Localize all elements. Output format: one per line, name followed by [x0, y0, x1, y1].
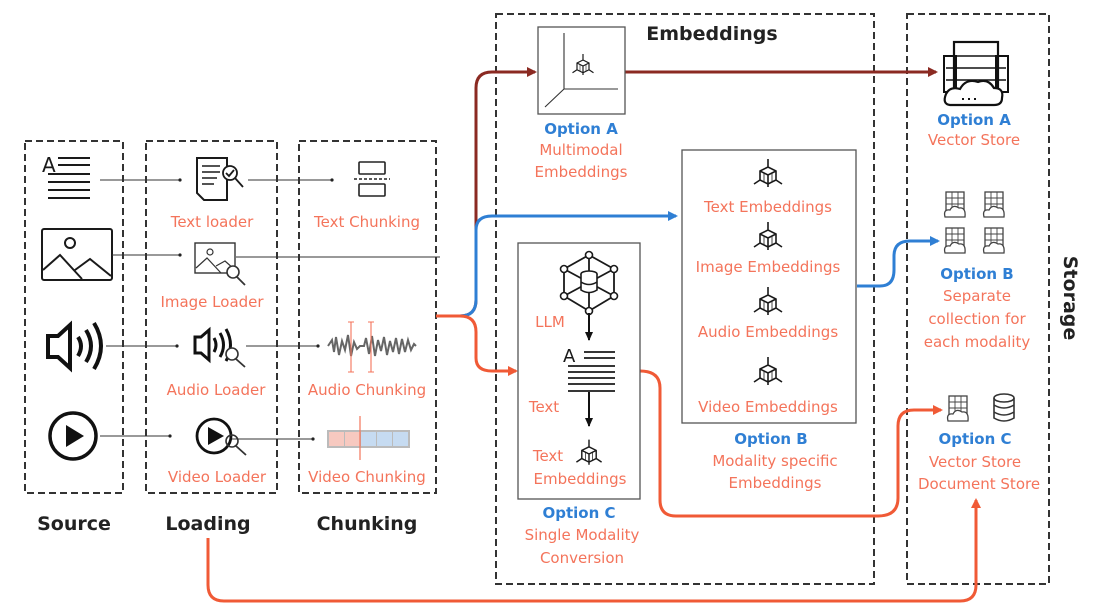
audio-waveform-icon: [327, 321, 417, 373]
speaker-icon: [46, 320, 103, 373]
collection-server-icon: [982, 191, 1005, 218]
embeddings-option-c-desc-2: Conversion: [540, 549, 624, 567]
flow-path-option-c-storage: [639, 369, 943, 518]
collection-server-icon: [982, 227, 1005, 254]
embeddings-option-b-label: Option B: [734, 430, 807, 448]
vector-store-server-cloud-icon: [943, 40, 1009, 107]
embedding-label-audio: Audio Embeddings: [698, 323, 838, 341]
image-icon: [41, 228, 113, 281]
loader-label-audio: Audio Loader: [167, 381, 267, 399]
storage-option-b-label: Option B: [940, 265, 1013, 283]
embeddings-option-c-label: Option C: [542, 504, 615, 522]
video-embedding-cube-icon: [753, 356, 783, 386]
text-embeddings-label-1: Text: [532, 447, 563, 465]
embedding-label-text: Text Embeddings: [703, 198, 832, 216]
storage-option-a-label: Option A: [937, 111, 1011, 129]
flow-path-option-b: [459, 211, 678, 318]
embeddings-option-b-desc-1: Modality specific: [712, 452, 837, 470]
video-loader-icon: [195, 417, 247, 456]
loader-label-video: Video Loader: [168, 468, 267, 486]
flow-path-option-c: [436, 314, 518, 376]
audio-loader-icon: [193, 326, 246, 368]
storage-option-b-desc-1: Separate: [943, 287, 1011, 305]
llm-label: LLM: [535, 313, 565, 331]
storage-option-c-desc-2: Document Store: [918, 475, 1040, 493]
stage-title-embeddings: Embeddings: [646, 23, 777, 45]
image-embedding-cube-icon: [753, 221, 783, 251]
option-b-embeddings-box: [681, 149, 857, 424]
text-embedding-cube-icon: [575, 438, 603, 466]
storage-stage-box: [906, 13, 1050, 585]
text-document-icon: A: [42, 153, 90, 199]
storage-option-c-label: Option C: [938, 430, 1011, 448]
embeddings-option-b-desc-2: Embeddings: [729, 474, 822, 492]
loader-label-text: Text loader: [170, 213, 254, 231]
video-filmstrip-icon: [327, 416, 410, 460]
audio-embedding-cube-icon: [753, 286, 783, 316]
svg-text:A: A: [42, 153, 56, 177]
embeddings-option-a-label: Option A: [544, 120, 618, 138]
storage-option-b-desc-3: each modality: [924, 333, 1031, 351]
chunker-label-video: Video Chunking: [308, 468, 426, 486]
collection-server-icon: [943, 227, 966, 254]
stage-title-chunking: Chunking: [317, 513, 418, 535]
stage-title-storage: Storage: [1059, 256, 1081, 341]
embeddings-stage-box: [495, 13, 875, 585]
flow-path-document-store: [206, 498, 981, 603]
image-loader-icon: [194, 242, 246, 286]
embedding-label-video: Video Embeddings: [698, 398, 838, 416]
flow-path-option-b-storage: [857, 236, 940, 288]
embeddings-option-c-desc-1: Single Modality: [525, 526, 640, 544]
embeddings-option-a-desc-1: Multimodal: [539, 141, 622, 159]
chunker-label-text: Text Chunking: [313, 213, 420, 231]
llm-network-icon: [559, 250, 619, 316]
flow-path-option-a: [436, 67, 537, 318]
text-embeddings-label-2: Embeddings: [534, 470, 627, 488]
svg-text:A: A: [563, 346, 576, 367]
embedding-label-image: Image Embeddings: [696, 258, 841, 276]
stage-title-source: Source: [37, 513, 111, 535]
converted-text-icon: A: [563, 346, 615, 392]
loader-label-image: Image Loader: [160, 293, 264, 311]
document-store-database-icon: [993, 393, 1015, 422]
chunker-label-audio: Audio Chunking: [308, 381, 426, 399]
text-chunking-icon: [354, 161, 390, 197]
vector-store-server-icon: [946, 395, 969, 422]
text-label: Text: [528, 398, 559, 416]
text-embedding-cube-icon: [753, 158, 783, 188]
play-video-icon: [48, 411, 98, 461]
embeddings-option-a-desc-2: Embeddings: [535, 163, 628, 181]
option-c-embeddings-box: [517, 242, 641, 500]
storage-option-a-desc-1: Vector Store: [928, 131, 1020, 149]
multimodal-embedding-space-icon: [537, 26, 626, 115]
storage-option-b-desc-2: collection for: [928, 310, 1026, 328]
storage-option-c-desc-1: Vector Store: [929, 453, 1021, 471]
source-stage-box: [24, 140, 124, 494]
text-loader-icon: [196, 157, 244, 201]
stage-title-loading: Loading: [165, 513, 250, 535]
collection-server-icon: [943, 191, 966, 218]
